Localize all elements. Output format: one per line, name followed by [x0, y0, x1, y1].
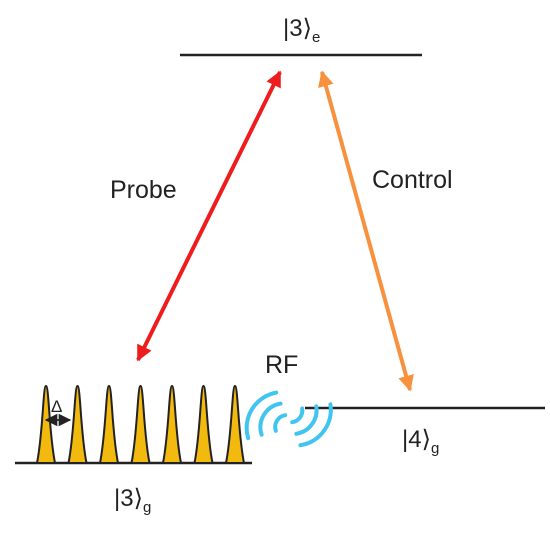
probe-label: Probe — [110, 176, 177, 204]
comb-tooth — [161, 384, 183, 464]
comb-tooth — [193, 384, 214, 464]
rf-wave-outer-left — [244, 390, 279, 441]
excited-level-prefix: |3 — [283, 15, 303, 42]
ground-right-level-prefix: |4 — [402, 426, 422, 453]
control-label: Control — [372, 166, 453, 194]
rf-wave-mid-left — [258, 401, 283, 437]
excited-level-label: |3⟩e — [283, 15, 320, 46]
comb-tooth — [224, 384, 246, 464]
rf-label: RF — [265, 351, 298, 379]
excited-level-subscript: e — [312, 29, 320, 46]
probe-arrow — [136, 70, 282, 362]
ground-left-level-label: |3⟩g — [114, 485, 151, 516]
comb-tooth — [67, 384, 88, 464]
ground-left-level-subscript: g — [143, 499, 151, 516]
rf-wave-mid-right — [294, 404, 319, 436]
rf-wave-inner-right — [290, 406, 305, 425]
rf-wave-icon — [244, 390, 333, 448]
frequency-comb — [35, 384, 246, 464]
ground-left-level-prefix: |3 — [114, 485, 134, 512]
ground-right-level-subscript: g — [431, 440, 439, 457]
comb-tooth — [98, 384, 120, 464]
delta-label: Δ — [51, 397, 62, 416]
ground-right-level-label: |4⟩g — [402, 426, 439, 457]
rf-wave-outer-right — [298, 402, 333, 448]
rf-wave-inner-left — [273, 413, 288, 433]
comb-tooth — [130, 384, 151, 464]
control-arrow — [318, 70, 414, 392]
